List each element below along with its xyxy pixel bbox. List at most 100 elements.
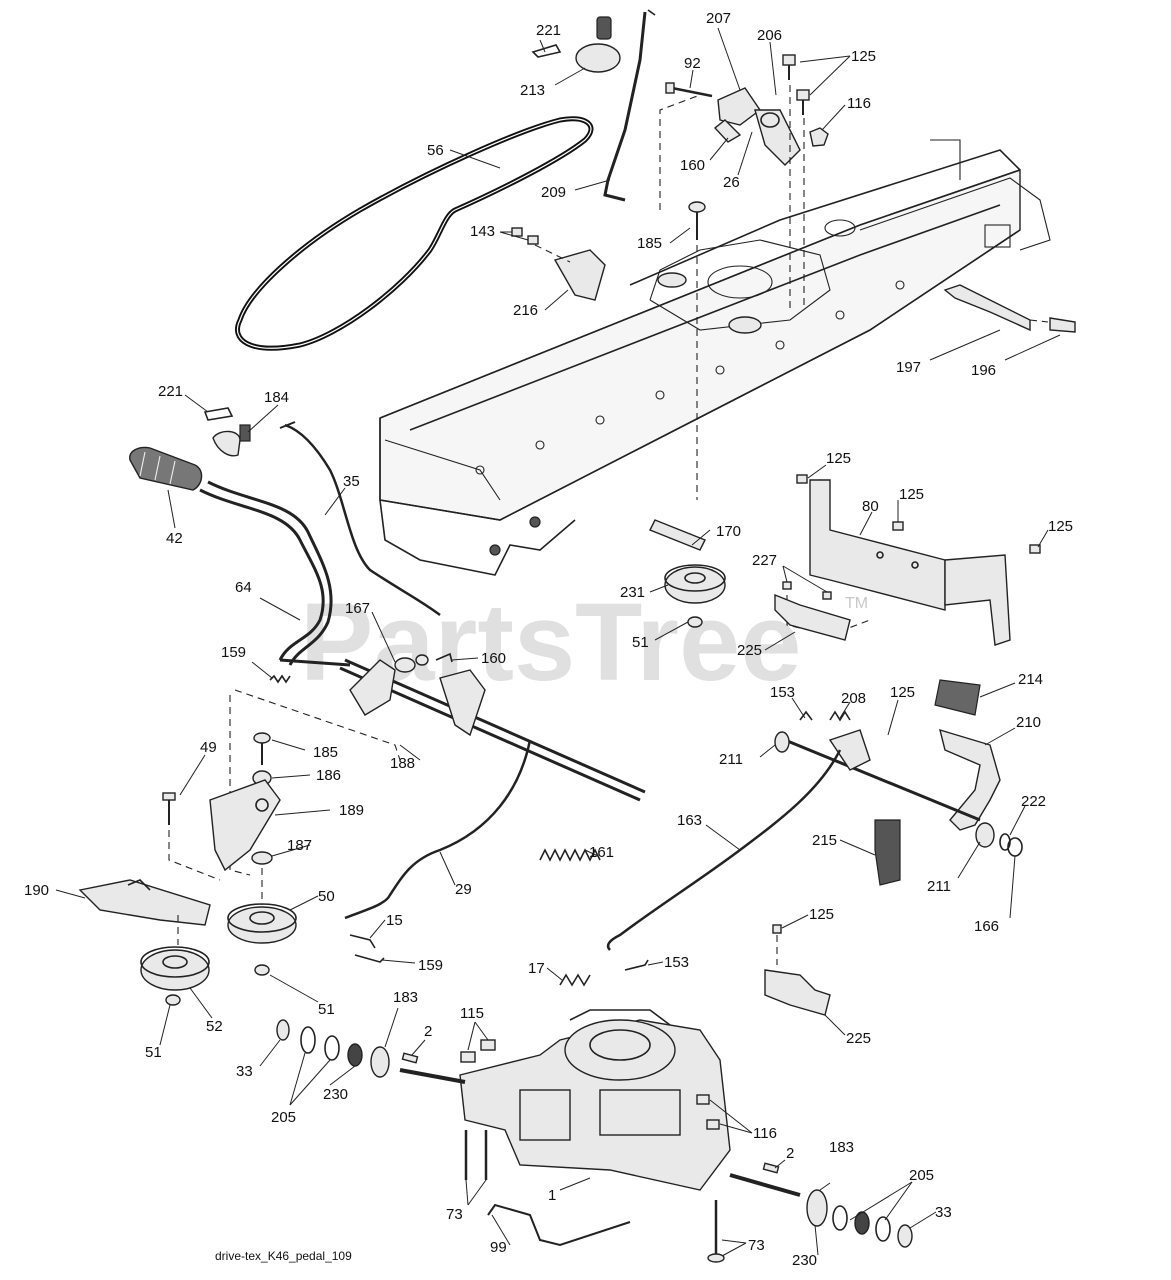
spring-159-bottom (354, 954, 385, 963)
bushing-211-bottom (975, 822, 995, 848)
bushing-211-top (774, 731, 790, 753)
callout-2: 2 (424, 1023, 432, 1040)
callout-230: 230 (323, 1086, 348, 1103)
nut-187 (251, 851, 273, 865)
callout-183: 183 (393, 989, 418, 1006)
spring-153-bottom (624, 959, 649, 971)
nut-51-top (687, 616, 703, 628)
callout-15: 15 (386, 912, 403, 929)
callout-29: 29 (455, 881, 472, 898)
cap-184 (212, 424, 251, 457)
callout-125-f: 125 (809, 906, 834, 923)
callout-125-d: 125 (1048, 518, 1073, 535)
callout-35: 35 (343, 473, 360, 490)
callout-185-b: 185 (313, 744, 338, 761)
bracket-207 (713, 87, 761, 143)
callout-167: 167 (345, 600, 370, 617)
rod-99 (487, 1203, 631, 1247)
callout-1: 1 (548, 1187, 556, 1204)
spring-208 (799, 710, 851, 722)
bracket-216 (534, 244, 606, 301)
pulley-52 (140, 946, 210, 991)
callout-115: 115 (460, 1005, 484, 1022)
callout-215: 215 (812, 832, 837, 849)
frame-assembly (379, 139, 1051, 576)
dashed-guide-5 (234, 689, 401, 761)
callout-183-b: 183 (829, 1139, 854, 1156)
bolt-185-top (688, 201, 706, 240)
plate-26 (754, 109, 801, 166)
callout-205-b: 205 (909, 1167, 934, 1184)
callout-231: 231 (620, 584, 645, 601)
callout-56: 56 (427, 142, 444, 159)
dashed-guide-1 (659, 94, 701, 210)
callout-51: 51 (632, 634, 649, 651)
callout-42: 42 (166, 530, 183, 547)
callout-225: 225 (737, 642, 762, 659)
callout-labels: 221 213 207 206 125 92 116 160 26 56 209… (24, 10, 1073, 1269)
callout-51-c: 51 (145, 1044, 162, 1061)
dashed-guide-7 (168, 830, 221, 881)
rod-29 (344, 739, 532, 920)
callout-166: 166 (974, 918, 999, 935)
callout-214: 214 (1018, 671, 1043, 688)
bolts-73-right (707, 1200, 725, 1263)
clip-221-top (531, 44, 562, 58)
callout-206: 206 (757, 27, 782, 44)
callout-197: 197 (896, 359, 921, 376)
callout-230-b: 230 (792, 1252, 817, 1269)
callout-161: 161 (589, 844, 614, 861)
pad-214 (934, 679, 981, 716)
callout-17: 17 (528, 960, 545, 977)
grip-42 (129, 446, 203, 491)
spring-17 (559, 973, 591, 987)
pulley-50 (227, 903, 297, 944)
callout-213: 213 (520, 82, 545, 99)
callout-160: 160 (680, 157, 705, 174)
pin-15 (349, 934, 376, 949)
callout-159: 159 (221, 644, 246, 661)
callout-99: 99 (490, 1239, 507, 1256)
bolt-125-top (782, 54, 810, 115)
bracket-197 (943, 284, 1076, 333)
spring-159-top (269, 674, 291, 684)
callout-125-c: 125 (899, 486, 924, 503)
lever-rod-209 (603, 9, 656, 202)
callout-125-e: 125 (890, 684, 915, 701)
pulley-231 (664, 564, 726, 604)
right-axle-stack (762, 1162, 913, 1248)
callout-225-b: 225 (846, 1030, 871, 1047)
clip-166 (1007, 837, 1023, 857)
callout-196: 196 (971, 362, 996, 379)
transaxle-1 (399, 1009, 801, 1197)
callout-33-b: 33 (935, 1204, 952, 1221)
callout-52: 52 (206, 1018, 223, 1035)
callout-211: 211 (719, 751, 743, 768)
callout-210: 210 (1016, 714, 1041, 731)
callout-116: 116 (847, 95, 871, 112)
idler-arm-189 (209, 779, 281, 872)
nut-51-mid (254, 964, 270, 976)
bracket-167 (349, 654, 429, 716)
callout-153-b: 153 (664, 954, 689, 971)
bracket-190 (78, 879, 211, 926)
callout-208: 208 (841, 690, 866, 707)
screws-143 (511, 227, 539, 245)
callout-170: 170 (716, 523, 741, 540)
diagram-caption: drive-tex_K46_pedal_109 (215, 1249, 352, 1263)
callout-125-b: 125 (826, 450, 851, 467)
bracket-160 (435, 652, 486, 737)
callout-221-left: 221 (158, 383, 183, 400)
callout-33: 33 (236, 1063, 253, 1080)
pedal-arm-210 (939, 728, 1001, 831)
bracket-225-top (774, 593, 851, 641)
leader-lines (55, 27, 1061, 1257)
bolts-116-bottom (696, 1094, 720, 1130)
nut-51-left (165, 994, 181, 1006)
callout-125: 125 (851, 48, 876, 65)
dashed-guide-6 (229, 695, 251, 876)
callout-185: 185 (637, 235, 662, 252)
callout-160-b: 160 (481, 650, 506, 667)
callout-73-b: 73 (748, 1237, 765, 1254)
